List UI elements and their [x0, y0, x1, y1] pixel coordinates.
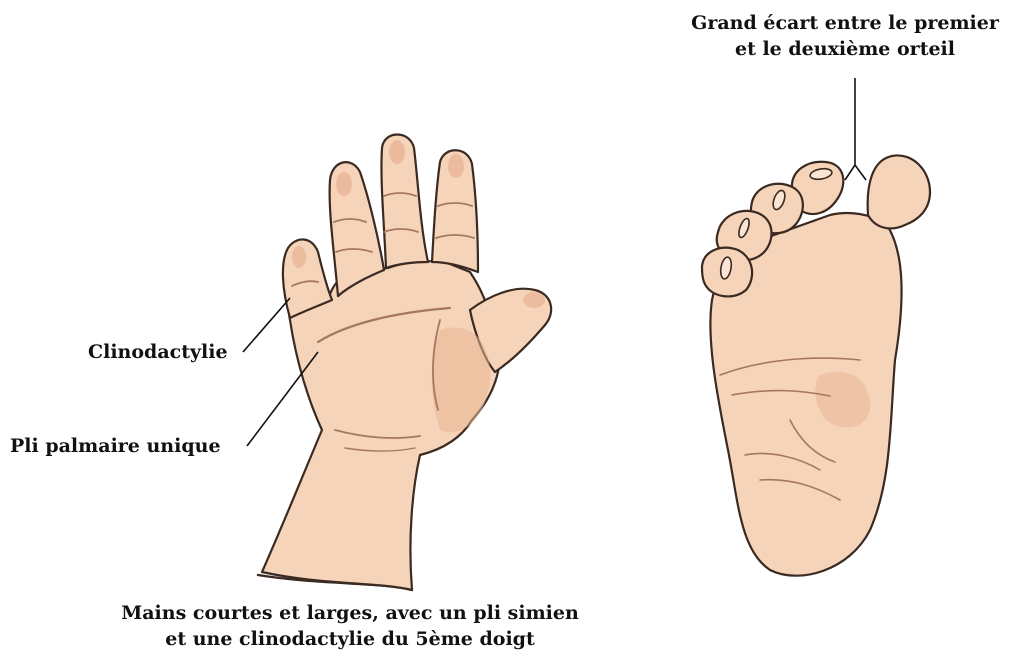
clinodactyly-label: Clinodactylie — [88, 339, 228, 365]
toe-gap-label: Grand écart entre le premier et le deuxi… — [680, 10, 1010, 62]
caption-line1: Mains courtes et larges, avec un pli sim… — [100, 600, 600, 626]
clinodactyly-pointer — [243, 298, 290, 352]
caption: Mains courtes et larges, avec un pli sim… — [100, 600, 600, 652]
toe-gap-label-line1: Grand écart entre le premier — [680, 10, 1010, 36]
thenar-bulge — [432, 327, 490, 432]
palmar-crease-pointer — [247, 352, 318, 446]
toe-gap-pointer — [845, 78, 866, 180]
big-toe — [868, 155, 930, 228]
foot-illustration — [702, 155, 930, 575]
palmar-crease-label: Pli palmaire unique — [10, 433, 221, 459]
hand-illustration — [258, 135, 551, 591]
toe-gap-label-line2: et le deuxième orteil — [680, 36, 1010, 62]
caption-line2: et une clinodactylie du 5ème doigt — [100, 626, 600, 652]
